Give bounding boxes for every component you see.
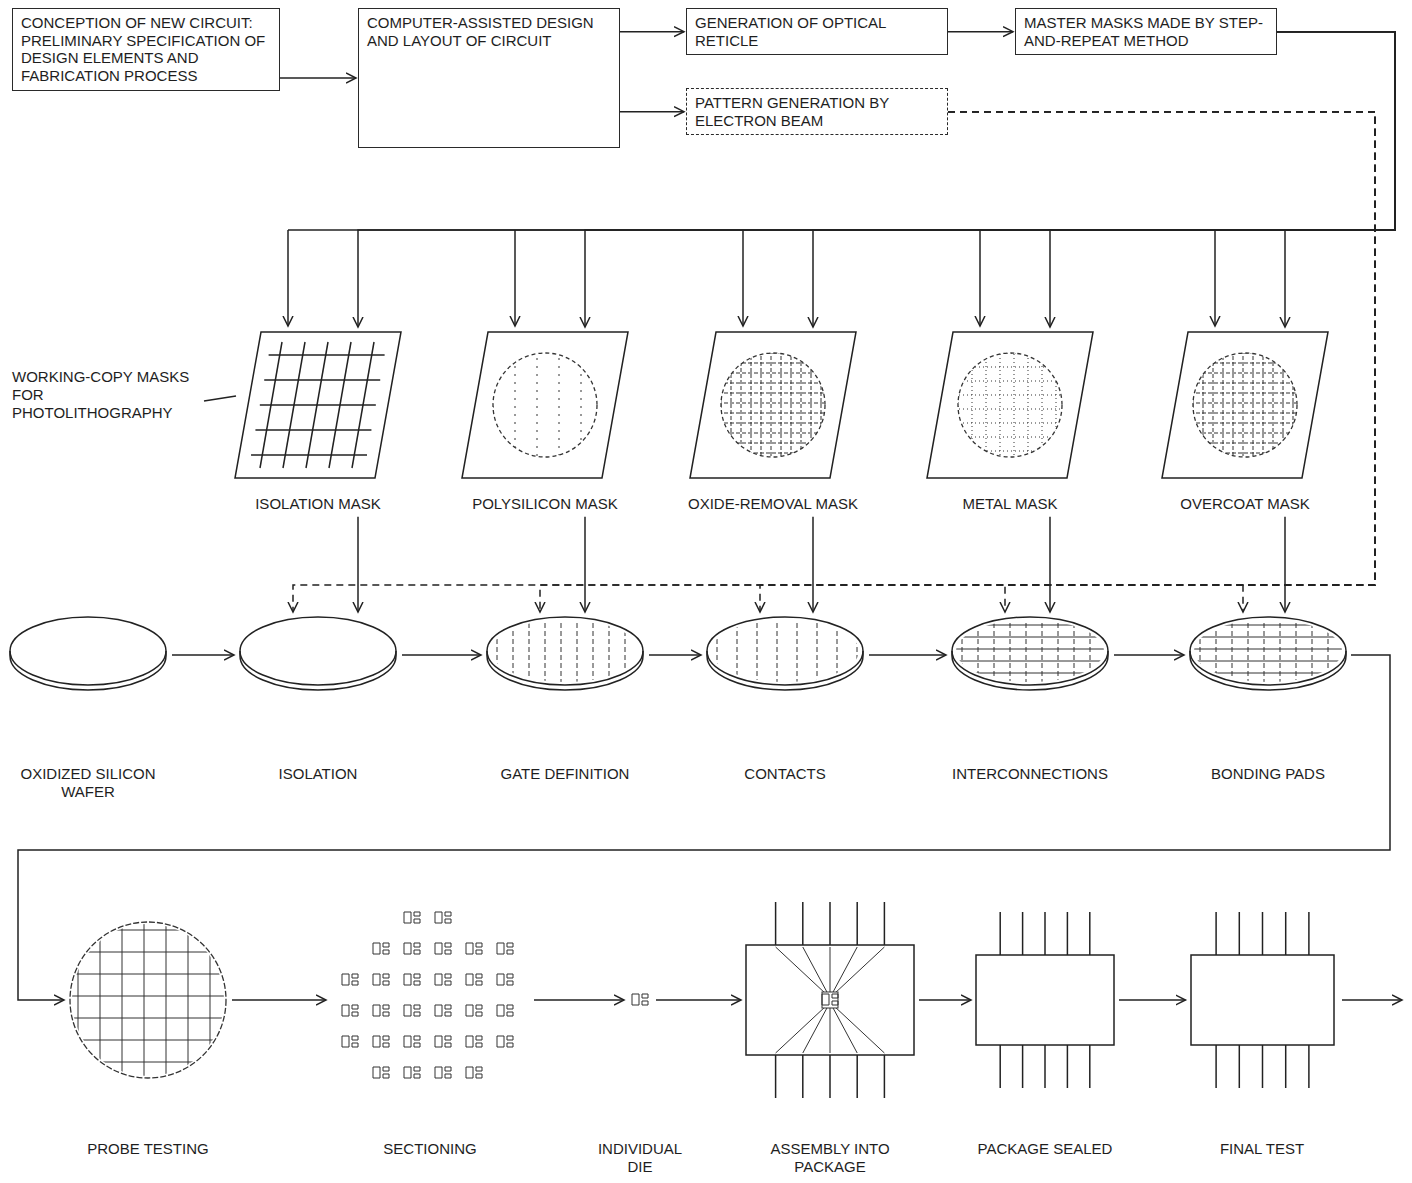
step-label: ISOLATION <box>233 765 403 783</box>
photomask-node: METAL MASK <box>900 330 1120 513</box>
probe-wafer <box>68 920 228 1080</box>
box-text: CONCEPTION OF NEW CIRCUIT: PRELIMINARY S… <box>21 14 271 85</box>
process-box: COMPUTER-ASSISTED DESIGN AND LAYOUT OF C… <box>358 8 620 148</box>
photomask <box>1160 330 1330 480</box>
photomask <box>460 330 630 480</box>
flow-arrow <box>357 517 359 612</box>
flow-arrow <box>540 112 1375 612</box>
flow-arrow <box>1050 32 1395 327</box>
flow-arrow <box>280 77 356 79</box>
process-box: PATTERN GENERATION BY ELECTRON BEAM <box>686 88 948 135</box>
flow-arrow <box>18 655 1390 1000</box>
wafer <box>238 615 398 695</box>
wafer <box>485 615 645 695</box>
package-node: PACKAGE SEALED <box>965 910 1125 1158</box>
flow-arrow <box>812 517 814 612</box>
step-label: OXIDIZED SILICON WAFER <box>8 765 168 800</box>
flow-arrow <box>232 999 326 1001</box>
flow-arrow <box>402 654 481 656</box>
photomask <box>688 330 858 480</box>
step-label: INDIVIDUAL DIE <box>590 1140 690 1175</box>
process-box: CONCEPTION OF NEW CIRCUIT: PRELIMINARY S… <box>12 8 280 91</box>
photomask <box>233 330 403 480</box>
flow-arrow <box>293 112 1375 612</box>
step-label: OVERCOAT MASK <box>1135 495 1355 513</box>
leader-line <box>204 396 236 401</box>
flow-arrow <box>620 31 684 33</box>
die-icon-node: INDIVIDUAL DIE <box>590 988 690 1175</box>
process-box: MASTER MASKS MADE BY STEP-AND-REPEAT MET… <box>1015 8 1277 55</box>
step-label: ASSEMBLY INTO PACKAGE <box>740 1140 920 1175</box>
photomask-node: OVERCOAT MASK <box>1135 330 1355 513</box>
wafer <box>950 615 1110 695</box>
flow-arrow <box>1114 654 1184 656</box>
package <box>745 900 915 1100</box>
wafer-node: INTERCONNECTIONS <box>940 615 1120 783</box>
flow-arrow <box>813 32 1395 327</box>
wafer-node: ISOLATION <box>233 615 403 783</box>
box-text: PATTERN GENERATION BY ELECTRON BEAM <box>695 94 939 129</box>
flow-arrow <box>1119 999 1186 1001</box>
wafer-node: OXIDIZED SILICON WAFER <box>8 615 168 800</box>
step-label: CONTACTS <box>700 765 870 783</box>
step-label: SECTIONING <box>320 1140 540 1158</box>
step-label: FINAL TEST <box>1182 1140 1342 1158</box>
flow-arrow <box>1049 517 1051 612</box>
flow-arrow <box>1277 32 1395 327</box>
flow-arrow <box>760 112 1375 612</box>
box-text: COMPUTER-ASSISTED DESIGN AND LAYOUT OF C… <box>367 14 611 49</box>
step-label: INTERCONNECTIONS <box>940 765 1120 783</box>
wafer <box>8 615 168 695</box>
sectioned-wafer-node: SECTIONING <box>320 900 540 1158</box>
mask-feed-arrow <box>979 230 981 326</box>
flow-arrow <box>656 999 741 1001</box>
wafer-node: BONDING PADS <box>1183 615 1353 783</box>
mask-feed-arrow <box>742 230 744 326</box>
step-label: PACKAGE SEALED <box>965 1140 1125 1158</box>
photomask-node: POLYSILICON MASK <box>435 330 655 513</box>
box-text: MASTER MASKS MADE BY STEP-AND-REPEAT MET… <box>1024 14 1268 49</box>
flow-arrow <box>649 654 701 656</box>
mask-feed-arrow <box>1214 230 1216 326</box>
step-label: GATE DEFINITION <box>480 765 650 783</box>
flow-arrow <box>534 999 624 1001</box>
step-label: POLYSILICON MASK <box>435 495 655 513</box>
mask-feed-arrow <box>287 230 289 326</box>
process-box: GENERATION OF OPTICAL RETICLE <box>686 8 948 55</box>
package-node: ASSEMBLY INTO PACKAGE <box>740 900 920 1175</box>
mask-feed-arrow <box>514 230 516 326</box>
package <box>975 910 1115 1090</box>
photomask <box>925 330 1095 480</box>
sectioned-wafer <box>330 900 530 1100</box>
box-text: GENERATION OF OPTICAL RETICLE <box>695 14 939 49</box>
wafer-node: CONTACTS <box>700 615 870 783</box>
package <box>1190 910 1335 1090</box>
package-node: FINAL TEST <box>1182 910 1342 1158</box>
note-label: WORKING-COPY MASKS FOR PHOTOLITHOGRAPHY <box>12 368 208 422</box>
flow-arrow <box>869 654 946 656</box>
step-label: OXIDE-REMOVAL MASK <box>663 495 883 513</box>
probe-wafer-node: PROBE TESTING <box>48 920 248 1158</box>
flow-arrow <box>585 32 1395 327</box>
step-label: METAL MASK <box>900 495 1120 513</box>
wafer-node: GATE DEFINITION <box>480 615 650 783</box>
flow-arrow <box>919 999 971 1001</box>
photomask-node: ISOLATION MASK <box>208 330 428 513</box>
wafer <box>1188 615 1348 695</box>
flow-arrow <box>620 111 684 113</box>
flow-arrow <box>172 654 234 656</box>
step-label: PROBE TESTING <box>48 1140 248 1158</box>
flow-arrow <box>948 31 1013 33</box>
step-label: BONDING PADS <box>1183 765 1353 783</box>
flow-arrow <box>584 517 586 612</box>
photomask-node: OXIDE-REMOVAL MASK <box>663 330 883 513</box>
step-label: ISOLATION MASK <box>208 495 428 513</box>
output-arrow <box>1342 999 1402 1001</box>
wafer <box>705 615 865 695</box>
die-icon <box>628 988 652 1012</box>
flow-arrow <box>1284 517 1286 612</box>
